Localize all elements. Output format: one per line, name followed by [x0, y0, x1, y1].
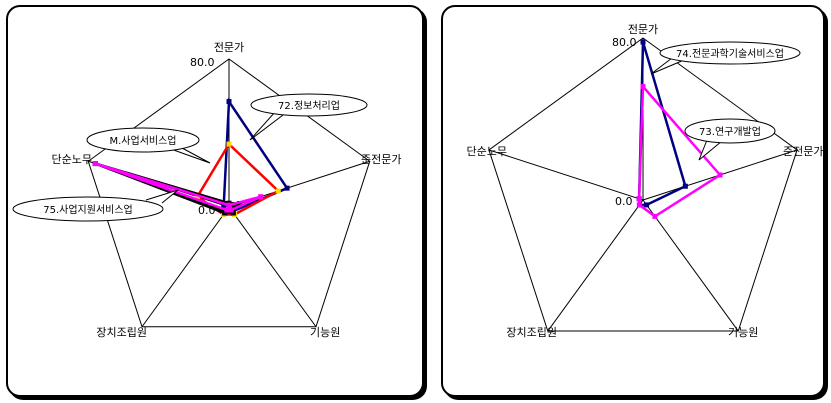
callout-label: M.사업서비스업	[109, 134, 176, 147]
radar-data-point	[275, 188, 281, 194]
radar-data-point	[640, 39, 646, 45]
axis-label-simple-labor: 단순노무	[467, 145, 507, 158]
radar-data-point	[228, 207, 234, 213]
range-min-label: 0.0	[615, 195, 633, 208]
callout-series-m: M.사업서비스업	[86, 127, 211, 164]
axis-label-assembly: 장치조립원	[96, 326, 147, 339]
callout-pointer	[145, 189, 179, 204]
radar-spoke	[642, 199, 739, 332]
axis-label-professional: 전문가	[628, 23, 658, 36]
radar-data-point	[226, 99, 232, 105]
radar-data-point	[226, 141, 232, 147]
radar-data-point	[92, 161, 98, 167]
radar-data-point	[222, 210, 228, 216]
callout-label: 73.연구개발업	[699, 125, 761, 138]
callout-pointer	[167, 147, 211, 164]
axis-label-semi-professional: 준전문가	[361, 153, 401, 166]
radar-spoke	[141, 206, 230, 328]
range-max-label: 80.0	[190, 56, 215, 69]
radar-data-point	[636, 196, 642, 202]
callout-pointer	[698, 139, 723, 161]
callout-label: 75.사업지원서비스업	[43, 203, 133, 216]
range-max-label: 80.0	[612, 36, 637, 49]
radar-series-group	[636, 39, 723, 219]
callout-bubble	[12, 196, 164, 222]
radar-data-point	[682, 183, 688, 189]
radar-series-line	[195, 142, 281, 216]
callout-label: 72.정보처리업	[278, 99, 340, 112]
radar-data-point	[226, 202, 232, 208]
axis-label-craft: 기능원	[310, 326, 340, 339]
axis-label-semi-professional: 준전문가	[783, 145, 823, 158]
radar-data-point	[231, 202, 237, 208]
axis-label-craft: 기능원	[728, 326, 758, 339]
radar-data-point	[194, 194, 200, 200]
radar-spoke	[547, 199, 644, 332]
callout-pointer	[249, 111, 288, 141]
radar-data-point	[258, 194, 264, 200]
axis-label-professional: 전문가	[214, 41, 244, 54]
left-radar-chart: 80.0 0.0 전문가 준전문가 기능원 장치조립원 단순노무 72.정보처리…	[12, 41, 401, 339]
radar-series-group	[92, 97, 290, 217]
radar-data-point	[284, 185, 290, 191]
radar-data-point	[224, 207, 230, 213]
axis-label-simple-labor: 단순노무	[52, 153, 92, 166]
radar-data-point	[636, 202, 642, 208]
range-min-label: 0.0	[198, 204, 216, 217]
radar-data-point	[644, 202, 650, 208]
callout-bubble	[659, 41, 801, 65]
radar-spoke	[228, 206, 317, 328]
callout-series-75: 75.사업지원서비스업	[12, 189, 179, 222]
right-radar-chart: 80.0 0.0 전문가 준전문가 기능원 장치조립원 단순노무 74.전문과학…	[467, 23, 824, 339]
radar-data-point	[717, 172, 723, 178]
radar-series-line	[637, 83, 722, 218]
radar-data-point	[640, 84, 646, 90]
radar-spoke	[488, 149, 644, 201]
callout-series-74: 74.전문과학기술서비스업	[650, 41, 801, 75]
callout-series-73: 73.연구개발업	[684, 118, 776, 161]
callout-series-72: 72.정보처리업	[249, 93, 368, 141]
callout-bubble	[250, 93, 368, 117]
axis-label-assembly: 장치조립원	[506, 326, 557, 339]
callout-bubble	[86, 127, 200, 153]
radar-data-point	[230, 210, 236, 216]
radar-data-point	[221, 202, 227, 208]
radar-data-point	[652, 213, 658, 219]
callout-pointer	[650, 57, 685, 75]
callout-label: 74.전문과학기술서비스업	[676, 47, 784, 60]
callout-bubble	[684, 118, 776, 144]
